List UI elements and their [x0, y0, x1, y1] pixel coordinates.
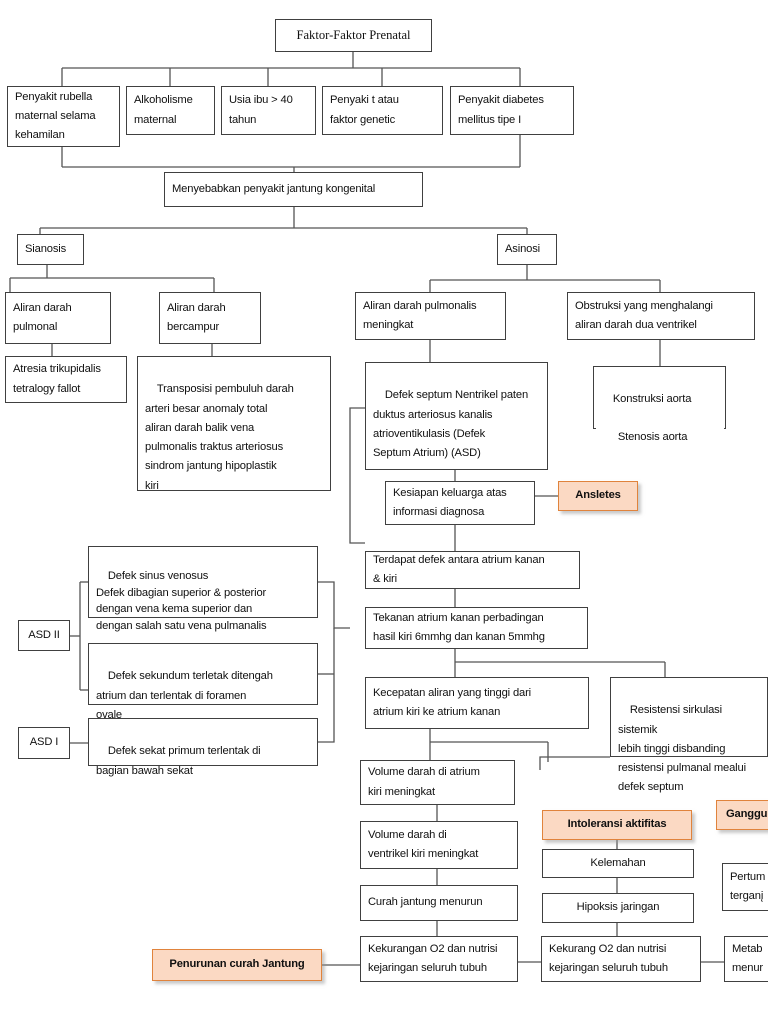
node-terdapat-defek[interactable]: Terdapat defek antara atrium kanan & kir…	[365, 551, 580, 589]
node-gangguan[interactable]: Ganggu	[716, 800, 768, 830]
node-aliran-pulmonalis-meningkat[interactable]: Aliran darah pulmonalis meningkat	[355, 292, 506, 340]
node-stenosis-aorta: Stenosis aorta	[596, 405, 724, 443]
node-factor-2[interactable]: Usia ibu > 40 tahun	[221, 86, 316, 135]
node-volume-atrium[interactable]: Volume darah di atrium kiri meningkat	[360, 760, 515, 805]
node-aliran-pulmonal[interactable]: Aliran darah pulmonal	[5, 292, 111, 344]
node-volume-ventrikel[interactable]: Volume darah di ventrikel kiri meningkat	[360, 821, 518, 869]
node-asd-i-label[interactable]: ASD I	[18, 727, 70, 759]
node-resistensi[interactable]: Resistensi sirkulasi sistemik lebih ting…	[610, 677, 768, 793]
node-factor-4[interactable]: Penyakit diabetes mellitus tipe I	[450, 86, 574, 135]
node-factor-3[interactable]: Penyaki t atau faktor genetic	[322, 86, 443, 135]
node-hipoksis[interactable]: Hipoksis jaringan	[542, 893, 694, 923]
node-intoleransi[interactable]: Intoleransi aktifitas	[542, 810, 692, 840]
node-kelemahan[interactable]: Kelemahan	[542, 849, 694, 878]
node-aliran-bercampur[interactable]: Aliran darah bercampur	[159, 292, 261, 344]
node-branch-asinosi[interactable]: Asinosi	[497, 234, 557, 265]
node-factor-1[interactable]: Alkoholisme maternal	[126, 86, 215, 135]
node-kekurangan-o2-left[interactable]: Kekurangan O2 dan nutrisi kejaringan sel…	[360, 936, 518, 982]
node-cause[interactable]: Menyebabkan penyakit jantung kongenital	[164, 172, 423, 207]
node-ansletes[interactable]: Ansletes	[558, 481, 638, 511]
node-asd-ii-item-0[interactable]: Defek sinus venosus Defek dibagian super…	[88, 546, 318, 632]
node-kesiapan[interactable]: Kesiapan keluarga atas informasi diagnos…	[385, 481, 535, 525]
node-kecepatan-aliran[interactable]: Kecepatan aliran yang tinggi dari atrium…	[365, 677, 589, 729]
node-asd-ii-label[interactable]: ASD II	[18, 620, 70, 651]
node-kekurang-o2-right[interactable]: Kekurang O2 dan nutrisi kejaringan selur…	[541, 936, 701, 982]
node-transposisi[interactable]: Transposisi pembuluh darah arteri besar …	[137, 356, 331, 492]
node-obstruksi[interactable]: Obstruksi yang menghalangi aliran darah …	[567, 292, 755, 340]
node-penurunan-curah[interactable]: Penurunan curah Jantung	[152, 949, 322, 981]
node-curah-jantung[interactable]: Curah jantung menurun	[360, 885, 518, 921]
node-branch-sianosis[interactable]: Sianosis	[17, 234, 84, 265]
node-atresia[interactable]: Atresia trikupidalis tetralogy fallot	[5, 356, 127, 403]
node-factor-0[interactable]: Penyakit rubella maternal selama kehamil…	[7, 86, 120, 147]
node-tekanan-atrium[interactable]: Tekanan atrium kanan perbadingan hasil k…	[365, 607, 588, 649]
node-root[interactable]: Faktor-Faktor Prenatal	[275, 19, 432, 52]
node-metabolisme[interactable]: Metab menur	[724, 936, 768, 982]
node-defek-septum[interactable]: Defek septum Nentrikel paten duktus arte…	[365, 362, 548, 470]
node-asd-ii-item-1[interactable]: Defek sekundum terletak ditengah atrium …	[88, 643, 318, 721]
node-pertumbuhan[interactable]: Pertum terganį	[722, 863, 768, 911]
node-asd-i-item[interactable]: Defek sekat primum terlentak di bagian b…	[88, 718, 318, 777]
